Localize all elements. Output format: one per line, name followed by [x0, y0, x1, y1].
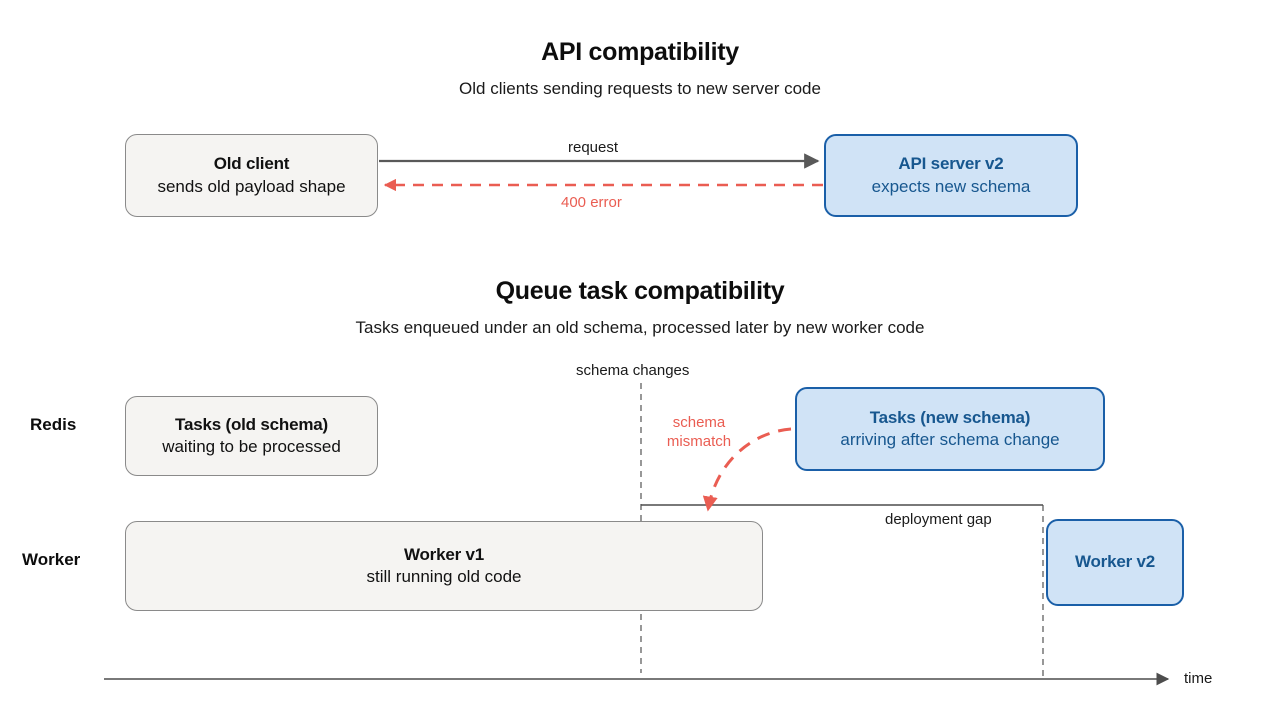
node-tasks-old-schema[interactable]: Tasks (old schema) waiting to be process… [125, 396, 378, 476]
api-section-title: API compatibility [541, 38, 739, 66]
node-tasks-new-schema[interactable]: Tasks (new schema) arriving after schema… [795, 387, 1105, 471]
lane-label-redis: Redis [30, 415, 77, 434]
node-worker-v1-subtitle: still running old code [366, 567, 522, 586]
node-api-server-v2[interactable]: API server v2 expects new schema [824, 134, 1078, 217]
queue-section-subtitle: Tasks enqueued under an old schema, proc… [355, 318, 925, 337]
node-api-server-v2-title: API server v2 [898, 154, 1004, 174]
node-tasks-old-schema-subtitle: waiting to be processed [162, 437, 341, 456]
marker-label-schema-changes: schema changes [576, 362, 690, 379]
node-tasks-new-schema-title: Tasks (new schema) [869, 407, 1031, 427]
node-worker-v1[interactable]: Worker v1 still running old code [125, 521, 763, 611]
node-worker-v2-title: Worker v2 [1074, 552, 1156, 572]
node-worker-v1-title: Worker v1 [403, 544, 485, 564]
edge-label-schema-mismatch-line1: schema [672, 414, 726, 431]
queue-section-title: Queue task compatibility [495, 277, 785, 305]
node-old-client-title: Old client [213, 154, 290, 174]
edge-label-request: request [568, 139, 619, 156]
node-tasks-new-schema-subtitle: arriving after schema change [840, 430, 1060, 449]
node-old-client-subtitle: sends old payload shape [157, 176, 346, 196]
time-axis-label: time [1184, 670, 1213, 687]
edge-label-schema-mismatch-line2: mismatch [666, 432, 732, 450]
marker-label-deployment-gap: deployment gap [885, 511, 992, 528]
node-tasks-old-schema-title: Tasks (old schema) [175, 414, 328, 434]
node-old-client[interactable]: Old client sends old payload shape [125, 134, 378, 217]
node-api-server-v2-subtitle: expects new schema [871, 176, 1031, 196]
edge-label-schema-mismatch: schema mismatch [655, 414, 743, 452]
node-worker-v2[interactable]: Worker v2 [1046, 519, 1184, 606]
api-section-subtitle: Old clients sending requests to new serv… [459, 79, 821, 98]
edge-label-400-error: 400 error [561, 194, 622, 211]
lane-label-worker: Worker [22, 550, 81, 569]
